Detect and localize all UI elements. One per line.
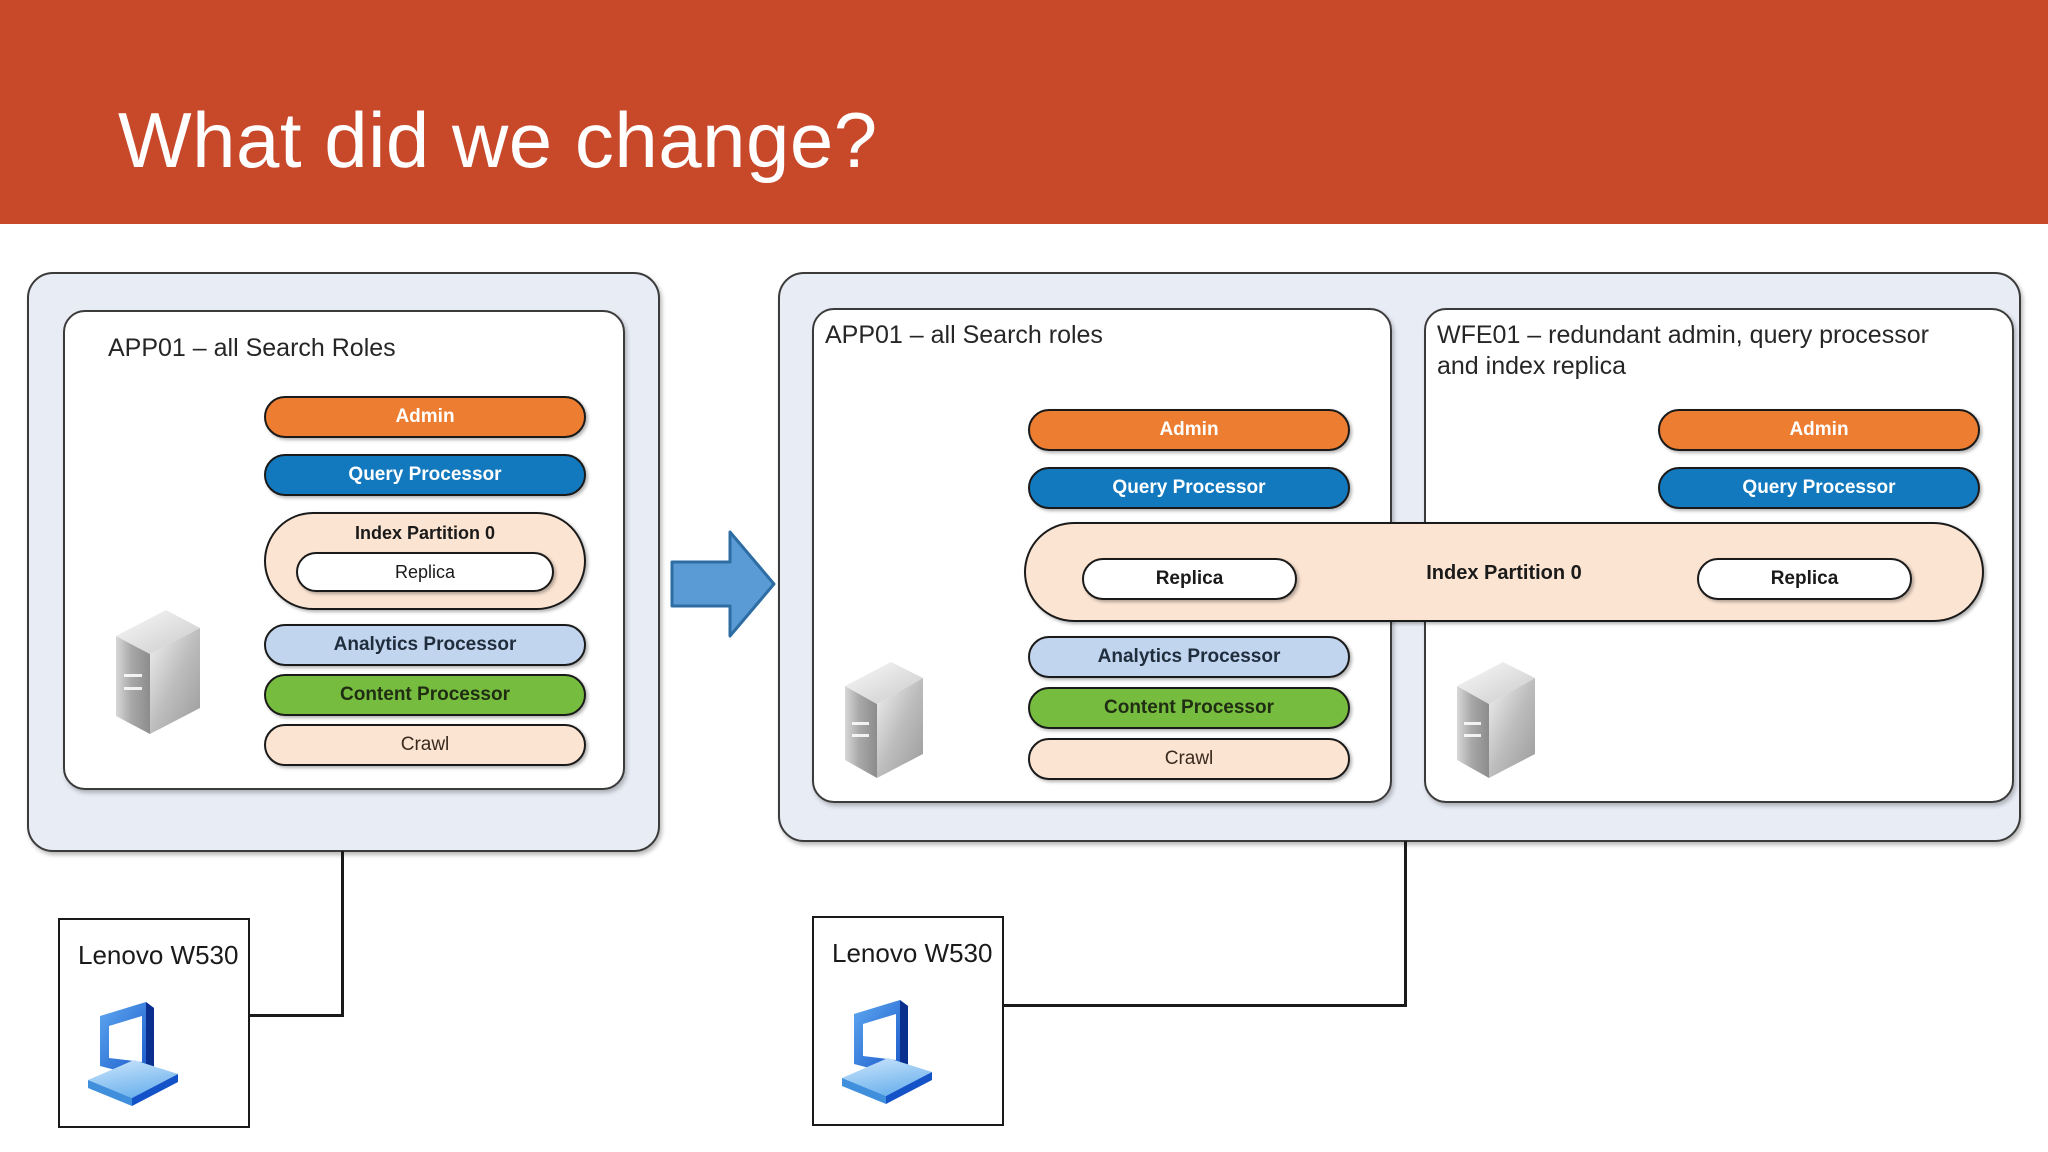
after-app01-role-crawl-label: Crawl (1164, 748, 1214, 769)
title-banner (0, 0, 2048, 224)
before-role-analytics-processor-label: Analytics Processor (333, 634, 517, 655)
before-role-query-processor-label: Query Processor (348, 464, 502, 485)
before-role-content-processor-label: Content Processor (340, 684, 510, 705)
before-index-replica-label: Replica (394, 561, 456, 582)
laptop-icon (80, 1000, 200, 1110)
after-app01-role-analytics-processor[interactable]: Analytics Processor (1028, 636, 1350, 678)
after-app01-index-replica-label: Replica (1155, 568, 1224, 589)
before-index-partition-label: Index Partition 0 (354, 523, 496, 543)
after-app01-role-admin-label: Admin (1159, 419, 1219, 440)
after-app01-role-content-processor-label: Content Processor (1104, 697, 1274, 718)
after-app01-role-analytics-processor-label: Analytics Processor (1097, 646, 1281, 667)
before-role-admin-label: Admin (395, 406, 455, 427)
before-client-label: Lenovo W530 (78, 940, 239, 970)
server-tower-icon (1450, 660, 1542, 778)
before-role-content-processor[interactable]: Content Processor (264, 674, 586, 716)
before-app01-title: APP01 – all Search Roles (108, 334, 396, 362)
after-wfe01-index-replica-label: Replica (1770, 568, 1839, 589)
before-role-admin[interactable]: Admin (264, 396, 586, 438)
after-app01-index-replica[interactable]: Replica (1082, 558, 1297, 600)
before-index-replica[interactable]: Replica (296, 552, 554, 592)
after-wfe01-role-query-processor[interactable]: Query Processor (1658, 467, 1980, 509)
after-client-connector-vertical (1404, 841, 1407, 1007)
after-app01-role-content-processor[interactable]: Content Processor (1028, 687, 1350, 729)
after-app01-title: APP01 – all Search roles (825, 321, 1103, 349)
after-client-label: Lenovo W530 (832, 938, 993, 968)
page-title: What did we change? (118, 96, 878, 184)
after-wfe01-role-admin-label: Admin (1789, 419, 1849, 440)
after-app01-role-query-processor-label: Query Processor (1112, 477, 1266, 498)
after-app01-role-query-processor[interactable]: Query Processor (1028, 467, 1350, 509)
right-arrow-icon (668, 528, 778, 640)
after-index-partition-label: Index Partition 0 (1426, 562, 1582, 584)
before-role-crawl-label: Crawl (400, 734, 450, 755)
before-client-connector-vertical (341, 851, 344, 1017)
server-tower-icon (108, 608, 208, 734)
before-role-analytics-processor[interactable]: Analytics Processor (264, 624, 586, 666)
after-client-connector-horizontal (1002, 1004, 1407, 1007)
after-app01-role-crawl[interactable]: Crawl (1028, 738, 1350, 780)
laptop-icon (834, 998, 954, 1108)
server-tower-icon (838, 660, 930, 778)
after-wfe01-role-admin[interactable]: Admin (1658, 409, 1980, 451)
before-role-crawl[interactable]: Crawl (264, 724, 586, 766)
before-role-query-processor[interactable]: Query Processor (264, 454, 586, 496)
after-wfe01-title: WFE01 – redundant admin, query processor… (1437, 321, 1929, 381)
after-wfe01-role-query-processor-label: Query Processor (1742, 477, 1896, 498)
before-client-connector-horizontal (250, 1014, 344, 1017)
after-wfe01-index-replica[interactable]: Replica (1697, 558, 1912, 600)
after-app01-role-admin[interactable]: Admin (1028, 409, 1350, 451)
